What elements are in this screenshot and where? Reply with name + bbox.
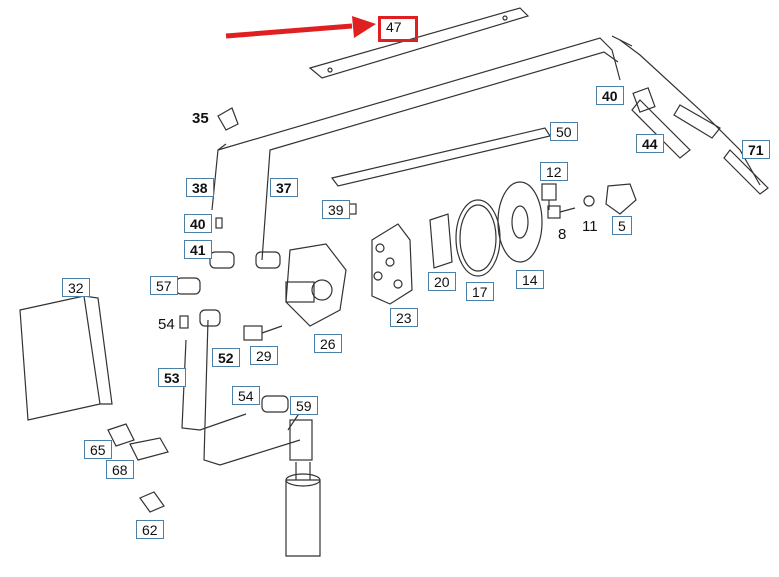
label-40-top[interactable]: 40 xyxy=(596,86,624,105)
label-41[interactable]: 41 xyxy=(184,240,212,259)
part-32-cover xyxy=(19,295,101,421)
part-50-gasket xyxy=(330,127,551,187)
label-8[interactable]: 8 xyxy=(558,226,567,243)
label-5[interactable]: 5 xyxy=(612,216,632,235)
part-40-boot xyxy=(632,87,656,113)
part-8-bolt xyxy=(547,205,561,219)
part-41-boot xyxy=(209,251,235,269)
label-50[interactable]: 50 xyxy=(550,122,578,141)
part-5-cap xyxy=(605,183,637,215)
part-12-bolt xyxy=(541,183,557,201)
label-53[interactable]: 53 xyxy=(158,368,186,387)
ignition-coil xyxy=(285,479,321,557)
part-26-distributor xyxy=(285,243,347,327)
label-71[interactable]: 71 xyxy=(742,140,770,159)
part-20-rotor xyxy=(429,213,453,269)
part-65-clamp xyxy=(107,423,135,447)
highlight-box-47[interactable] xyxy=(378,16,418,42)
label-32[interactable]: 32 xyxy=(62,278,90,297)
part-23-cap xyxy=(371,223,413,305)
part-71-plug xyxy=(723,149,769,195)
part-35-clip xyxy=(217,107,239,131)
label-12[interactable]: 12 xyxy=(540,162,568,181)
label-39[interactable]: 39 xyxy=(322,200,350,219)
label-47: 47 xyxy=(386,19,402,35)
label-59[interactable]: 59 xyxy=(290,396,318,415)
part-57-boot xyxy=(175,277,201,295)
label-26[interactable]: 26 xyxy=(314,334,342,353)
label-37[interactable]: 37 xyxy=(270,178,298,197)
label-54-b[interactable]: 54 xyxy=(232,386,260,405)
part-17-ring xyxy=(455,199,501,277)
highlight-arrow xyxy=(225,23,353,39)
label-44[interactable]: 44 xyxy=(636,134,664,153)
part-14-pulley xyxy=(497,181,543,263)
part-47-plate xyxy=(308,7,530,79)
label-40-left[interactable]: 40 xyxy=(184,214,212,233)
part-11-washer xyxy=(583,195,595,207)
label-14[interactable]: 14 xyxy=(516,270,544,289)
label-17[interactable]: 17 xyxy=(466,282,494,301)
label-54-a[interactable]: 54 xyxy=(158,316,175,333)
label-20[interactable]: 20 xyxy=(428,272,456,291)
part-52-cable xyxy=(203,319,301,466)
part-68-clamp xyxy=(129,437,169,461)
part-29-bolt xyxy=(243,325,263,341)
label-11[interactable]: 11 xyxy=(582,218,598,235)
label-65[interactable]: 65 xyxy=(84,440,112,459)
part-59-boot xyxy=(261,395,289,413)
part-44-boot xyxy=(631,99,691,159)
ignition-wire-3 xyxy=(619,39,761,186)
part-62-clip xyxy=(139,491,165,513)
label-57[interactable]: 57 xyxy=(150,276,178,295)
label-38[interactable]: 38 xyxy=(186,178,214,197)
label-35[interactable]: 35 xyxy=(192,110,209,127)
label-23[interactable]: 23 xyxy=(390,308,418,327)
label-62[interactable]: 62 xyxy=(136,520,164,539)
ignition-wire-2 xyxy=(261,51,619,261)
label-29[interactable]: 29 xyxy=(250,346,278,365)
label-68[interactable]: 68 xyxy=(106,460,134,479)
label-52[interactable]: 52 xyxy=(212,348,240,367)
part-54-bolt xyxy=(179,315,189,329)
